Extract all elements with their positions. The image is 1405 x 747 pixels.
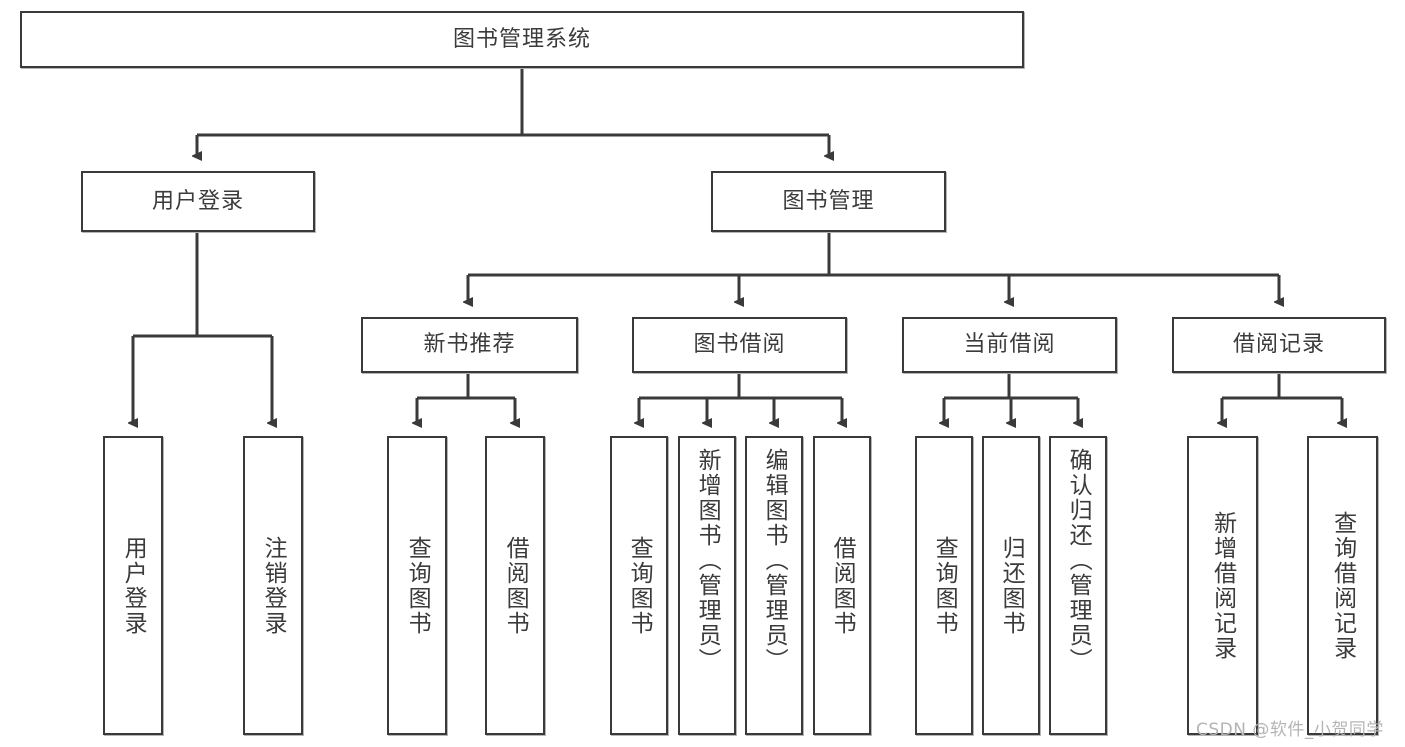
node-leaf-query-borrow-record[interactable]: 查询借阅记录 xyxy=(1307,436,1378,735)
node-label: 新书推荐 xyxy=(423,332,516,358)
node-label: 查询借阅记录 xyxy=(1329,510,1356,661)
node-book-borrow[interactable]: 图书借阅 xyxy=(632,317,847,373)
node-new-book-recommend[interactable]: 新书推荐 xyxy=(361,317,578,373)
node-leaf-borrow-book-recommend[interactable]: 借阅图书 xyxy=(485,436,545,735)
node-leaf-add-borrow-record[interactable]: 新增借阅记录 xyxy=(1187,436,1258,735)
node-label: 当前借阅 xyxy=(963,332,1056,358)
node-label: 借阅图书 xyxy=(829,535,856,636)
node-label: 图书管理 xyxy=(782,188,875,214)
node-label: 查询图书 xyxy=(931,535,958,636)
node-label: 确认归还（管理员） xyxy=(1065,448,1092,673)
node-root-book-management-system[interactable]: 图书管理系统 xyxy=(20,11,1024,68)
node-label: 图书借阅 xyxy=(693,332,786,358)
node-leaf-borrow-book[interactable]: 借阅图书 xyxy=(813,436,871,735)
node-leaf-edit-book-admin[interactable]: 编辑图书（管理员） xyxy=(745,436,803,735)
node-label: 查询图书 xyxy=(404,535,431,636)
node-label: 新增借阅记录 xyxy=(1209,510,1236,661)
node-leaf-confirm-return-admin[interactable]: 确认归还（管理员） xyxy=(1049,436,1107,735)
node-leaf-user-login[interactable]: 用户登录 xyxy=(103,436,163,735)
watermark-text: CSDN @软件_小贺同学 xyxy=(1196,720,1384,740)
node-leaf-logout[interactable]: 注销登录 xyxy=(243,436,303,735)
node-user-login[interactable]: 用户登录 xyxy=(81,171,315,232)
node-leaf-query-book-current[interactable]: 查询图书 xyxy=(915,436,973,735)
node-label: 归还图书 xyxy=(998,535,1025,636)
node-label: 用户登录 xyxy=(151,188,244,214)
node-leaf-add-book-admin[interactable]: 新增图书（管理员） xyxy=(678,436,736,735)
node-label: 借阅记录 xyxy=(1232,332,1325,358)
node-label: 编辑图书（管理员） xyxy=(761,448,788,673)
node-borrow-record[interactable]: 借阅记录 xyxy=(1172,317,1386,373)
node-label: 新增图书（管理员） xyxy=(694,448,721,673)
node-label: 借阅图书 xyxy=(502,535,529,636)
node-label: 图书管理系统 xyxy=(452,26,591,52)
node-label: 用户登录 xyxy=(120,535,147,636)
node-leaf-query-book-recommend[interactable]: 查询图书 xyxy=(387,436,447,735)
node-book-management[interactable]: 图书管理 xyxy=(711,171,946,232)
node-label: 查询图书 xyxy=(626,535,653,636)
node-leaf-return-book[interactable]: 归还图书 xyxy=(982,436,1040,735)
node-label: 注销登录 xyxy=(260,535,287,636)
node-current-borrow[interactable]: 当前借阅 xyxy=(902,317,1117,373)
node-leaf-query-book-borrow[interactable]: 查询图书 xyxy=(610,436,668,735)
